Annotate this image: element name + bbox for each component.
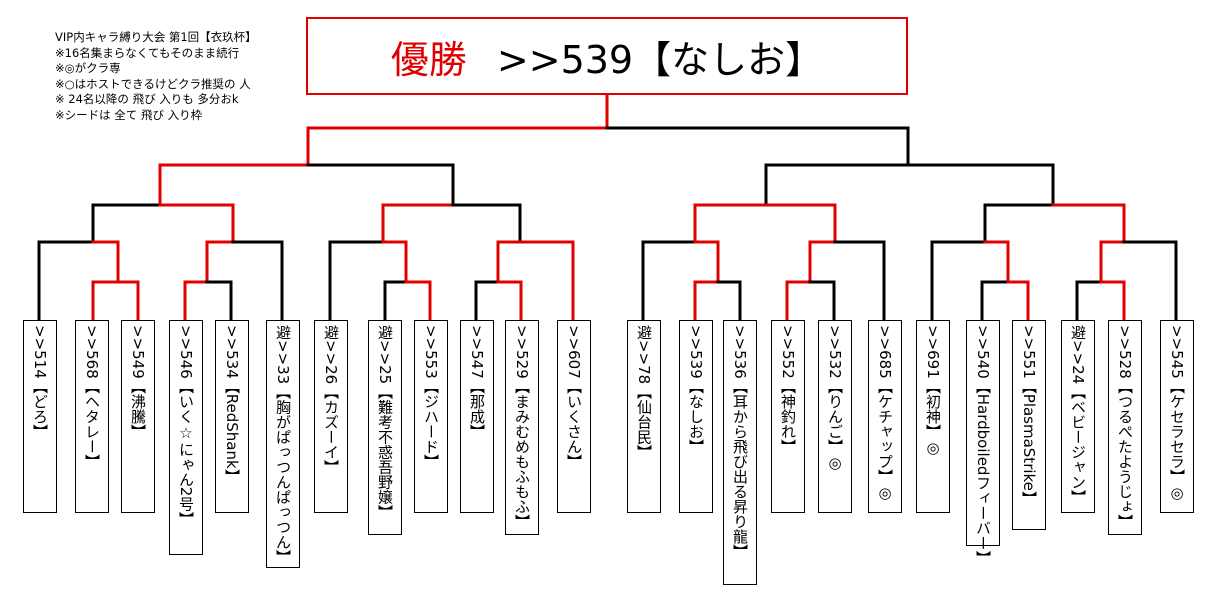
entry-label: >>534【RedShank】 [223, 325, 241, 484]
entry-box: >>552【神釣れ】 [771, 320, 805, 513]
entry-box: >>546【いく☆にゃん2号】 [169, 320, 203, 555]
entry-box: >>607【いくさん】 [557, 320, 591, 513]
entry-label: >>568【ヘタレー】 [83, 325, 101, 469]
entry-label: >>546【いく☆にゃん2号】 [177, 325, 195, 527]
entry-box: >>528【つるぺたようじょ】 [1108, 320, 1142, 535]
tournament-notes: VIP内キャラ縛り大会 第1回【衣玖杯】 ※16名集まらなくてもそのまま続行 ※… [55, 30, 257, 124]
entry-box: >>553【ジハード】 [414, 320, 448, 513]
entry-box: >>514【どろ】 [23, 320, 57, 513]
entry-label: >>545【ケセラセラ】◎ [1168, 325, 1186, 502]
entry-box: >>551【PlasmaStrike】 [1012, 320, 1046, 530]
entry-label: 避>>26【カズーイ】 [322, 325, 340, 475]
entry-label: 避>>25【難考不惑吾野嬢】 [376, 325, 394, 520]
entry-label: 避>>78【仙台民】 [635, 325, 653, 460]
winner-label: 優勝 [390, 37, 467, 82]
entry-label: 避>>33【胸がぱっつんぱっつん】 [274, 325, 292, 565]
entry-label: >>528【つるぺたようじょ】 [1116, 325, 1134, 529]
entry-box: >>545【ケセラセラ】◎ [1160, 320, 1194, 513]
note-title: VIP内キャラ縛り大会 第1回【衣玖杯】 [55, 30, 257, 44]
entry-box: >>685【ケチャップ】◎ [868, 320, 902, 513]
entry-label: 避>>24【ベビージャン】 [1069, 325, 1087, 505]
entry-label: >>553【ジハード】 [422, 325, 440, 469]
entry-label: >>549【沸騰】 [129, 325, 147, 439]
note-line: ※ 24名以降の 飛び 入りも 多分おk [55, 92, 239, 107]
winner-box: 優勝 >>539【なしお】 [306, 17, 908, 95]
entry-box: >>532【りんご】◎ [818, 320, 852, 513]
entry-box: >>534【RedShank】 [215, 320, 249, 513]
winner-name: >>539【なしお】 [496, 37, 824, 82]
entry-box: >>691【初神】◎ [916, 320, 950, 513]
entry-label: >>685【ケチャップ】◎ [876, 325, 894, 502]
entry-box: 避>>33【胸がぱっつんぱっつん】 [266, 320, 300, 568]
entry-box: >>539【なしお】 [679, 320, 713, 513]
entry-box: 避>>25【難考不惑吾野嬢】 [368, 320, 402, 535]
entry-box: 避>>26【カズーイ】 [314, 320, 348, 513]
entry-box: >>568【ヘタレー】 [75, 320, 109, 513]
entry-label: >>539【なしお】 [687, 325, 705, 454]
entry-box: 避>>24【ベビージャン】 [1061, 320, 1095, 513]
entry-label: >>547【那成】 [468, 325, 486, 439]
entry-box: >>547【那成】 [460, 320, 494, 513]
entry-label: >>540【Hardboiledフィーバー】 [974, 325, 992, 566]
entry-box: 避>>78【仙台民】 [627, 320, 661, 513]
entry-label: >>607【いくさん】 [565, 325, 583, 469]
entry-label: >>552【神釣れ】 [779, 325, 797, 454]
entry-label: >>691【初神】◎ [924, 325, 942, 457]
entry-box: >>549【沸騰】 [121, 320, 155, 513]
note-line: ※16名集まらなくてもそのまま続行 [55, 45, 240, 60]
entry-box: >>536【耳から飛び出る昇り龍】 [723, 320, 757, 585]
entry-label: >>514【どろ】 [31, 325, 49, 439]
entry-box: >>540【Hardboiledフィーバー】 [966, 320, 1000, 566]
entry-label: >>532【りんご】◎ [826, 325, 844, 472]
note-line: ※シードは 全て 飛び 入り枠 [55, 107, 203, 122]
entry-label: >>529【まみむめもふもふ】 [513, 325, 531, 529]
entry-label: >>551【PlasmaStrike】 [1020, 325, 1038, 506]
note-line: ※○はホストできるけどクラ推奨の 人 [55, 76, 251, 91]
note-line: ※◎がクラ専 [55, 61, 121, 76]
entry-box: >>529【まみむめもふもふ】 [505, 320, 539, 535]
entry-label: >>536【耳から飛び出る昇り龍】 [731, 325, 749, 559]
